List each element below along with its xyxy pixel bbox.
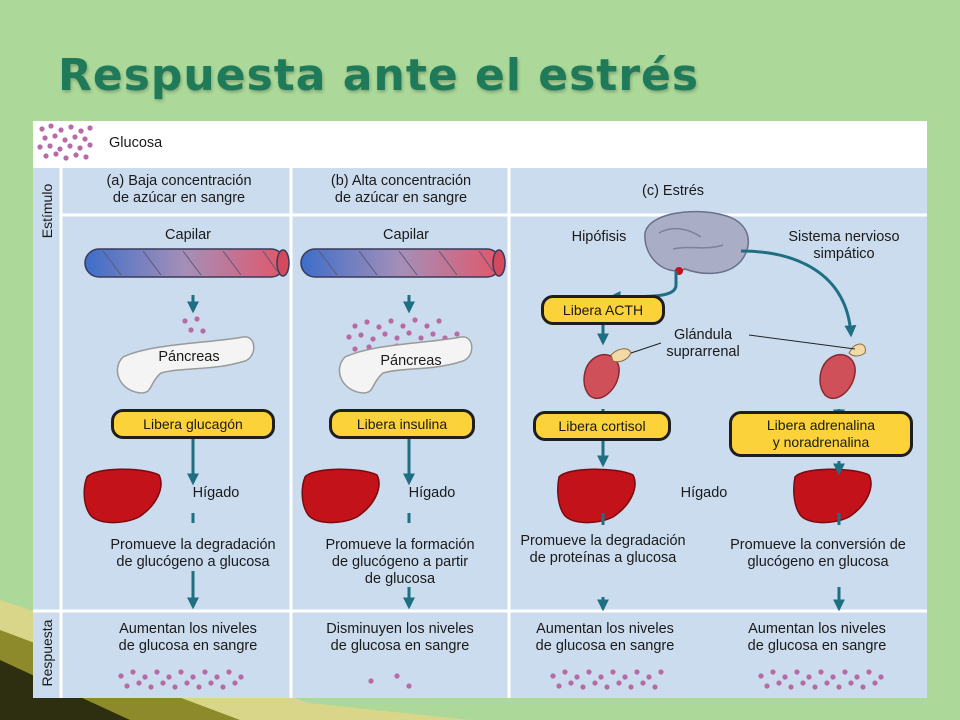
effect-b-line2: de glucógeno a partir — [331, 554, 469, 570]
response-c-left-line1: Aumentan los niveles — [536, 621, 674, 637]
figure-graphics — [33, 121, 927, 698]
effect-b-line3: de glucosa — [364, 571, 436, 587]
slide-title: Respuesta ante el estrés — [58, 50, 700, 101]
effect-b: Promueve la formación de glucógeno a par… — [295, 537, 505, 588]
effect-a-line1: Promueve la degradación — [110, 537, 276, 553]
adrenal-line1: Glándula — [673, 327, 733, 343]
response-dots-c-left — [550, 669, 664, 690]
capillary-b — [300, 248, 506, 278]
release-cortisol-box: Libera cortisol — [533, 411, 671, 441]
response-a-line2: de glucosa en sangre — [118, 638, 258, 654]
pituitary-label: Hipófisis — [571, 229, 627, 245]
adrenal-label: Glándula suprarrenal — [655, 327, 751, 361]
column-b-header-line2: de azúcar en sangre — [334, 190, 468, 206]
response-b: Disminuyen los niveles de glucosa en san… — [295, 621, 505, 655]
response-b-line2: de glucosa en sangre — [330, 638, 470, 654]
response-a-line1: Aumentan los niveles — [119, 621, 257, 637]
column-a-header-line2: de azúcar en sangre — [112, 190, 246, 206]
legend-glucose-label: Glucosa — [109, 135, 163, 151]
column-a-header-line1: (a) Baja concentración — [106, 173, 252, 189]
liver-b-label: Hígado — [408, 485, 456, 501]
effect-c-left-line2: de proteínas a glucosa — [529, 550, 677, 566]
effect-c-right-line2: glucógeno en glucosa — [747, 554, 889, 570]
liver-a-shape — [83, 468, 162, 524]
column-b-header-line1: (b) Alta concentración — [330, 173, 472, 189]
release-glucagon-box: Libera glucagón — [111, 409, 275, 439]
arrows-ab — [187, 295, 415, 610]
response-c-left-line2: de glucosa en sangre — [535, 638, 675, 654]
glucose-dots-a — [182, 316, 206, 334]
effect-b-line1: Promueve la formación — [325, 537, 475, 553]
capillary-a-label: Capilar — [165, 227, 211, 243]
response-dots-a — [118, 669, 244, 690]
pancreas-a-shape — [116, 336, 255, 394]
adrenaline-line2: y noradrenalina — [772, 434, 870, 450]
effect-c-right: Promueve la conversión de glucógeno en g… — [711, 537, 925, 571]
release-acth-box: Libera ACTH — [541, 295, 665, 325]
capillary-a — [84, 248, 290, 278]
response-b-line1: Disminuyen los niveles — [326, 621, 474, 637]
column-b-header: (b) Alta concentración de azúcar en sang… — [297, 173, 505, 207]
row-label-stimulus: Estímulo — [39, 183, 55, 239]
adrenal-left-shape — [583, 348, 632, 400]
response-c-right: Aumentan los niveles de glucosa en sangr… — [719, 621, 915, 655]
liver-c-right-shape — [793, 468, 872, 524]
effect-a: Promueve la degradación de glucógeno a g… — [73, 537, 313, 571]
response-dots-c-right — [758, 669, 884, 690]
adrenal-right-shape — [819, 343, 866, 400]
adrenal-line2: suprarrenal — [666, 344, 740, 360]
response-c-right-line1: Aumentan los niveles — [748, 621, 886, 637]
column-a-header: (a) Baja concentración de azúcar en sang… — [73, 173, 285, 207]
liver-c-left-shape — [557, 468, 636, 524]
liver-a-label: Hígado — [192, 485, 240, 501]
liver-b-shape — [301, 468, 380, 524]
response-c-right-line2: de glucosa en sangre — [747, 638, 887, 654]
response-a: Aumentan los niveles de glucosa en sangr… — [73, 621, 303, 655]
legend-glucose-dots — [37, 123, 93, 161]
adrenaline-line1: Libera adrenalina — [766, 417, 876, 433]
glucose-regulation-figure: Glucosa Estímulo Respuesta (a) Baja conc… — [33, 121, 927, 698]
column-c-header: (c) Estrés — [641, 183, 705, 199]
brain-shape — [644, 210, 750, 275]
liver-c-label: Hígado — [680, 485, 728, 501]
effect-a-line2: de glucógeno a glucosa — [116, 554, 270, 570]
legend-strip — [33, 121, 927, 167]
sympathetic-line1: Sistema nervioso — [788, 229, 900, 245]
effect-c-left: Promueve la degradación de proteínas a g… — [505, 533, 701, 567]
release-insulin-box: Libera insulina — [329, 409, 475, 439]
response-dots-b — [368, 673, 412, 689]
pancreas-b-label: Páncreas — [380, 353, 442, 369]
sympathetic-line2: simpático — [813, 246, 875, 262]
release-adrenaline-box: Libera adrenalina y noradrenalina — [729, 411, 913, 457]
response-c-left: Aumentan los niveles de glucosa en sangr… — [507, 621, 703, 655]
row-label-response: Respuesta — [39, 619, 55, 687]
capillary-b-label: Capilar — [383, 227, 429, 243]
sympathetic-label: Sistema nervioso simpático — [769, 229, 919, 263]
effect-c-right-line1: Promueve la conversión de — [730, 537, 906, 553]
pancreas-a-label: Páncreas — [158, 349, 220, 365]
pancreas-b-shape — [338, 336, 473, 394]
effect-c-left-line1: Promueve la degradación — [520, 533, 686, 549]
